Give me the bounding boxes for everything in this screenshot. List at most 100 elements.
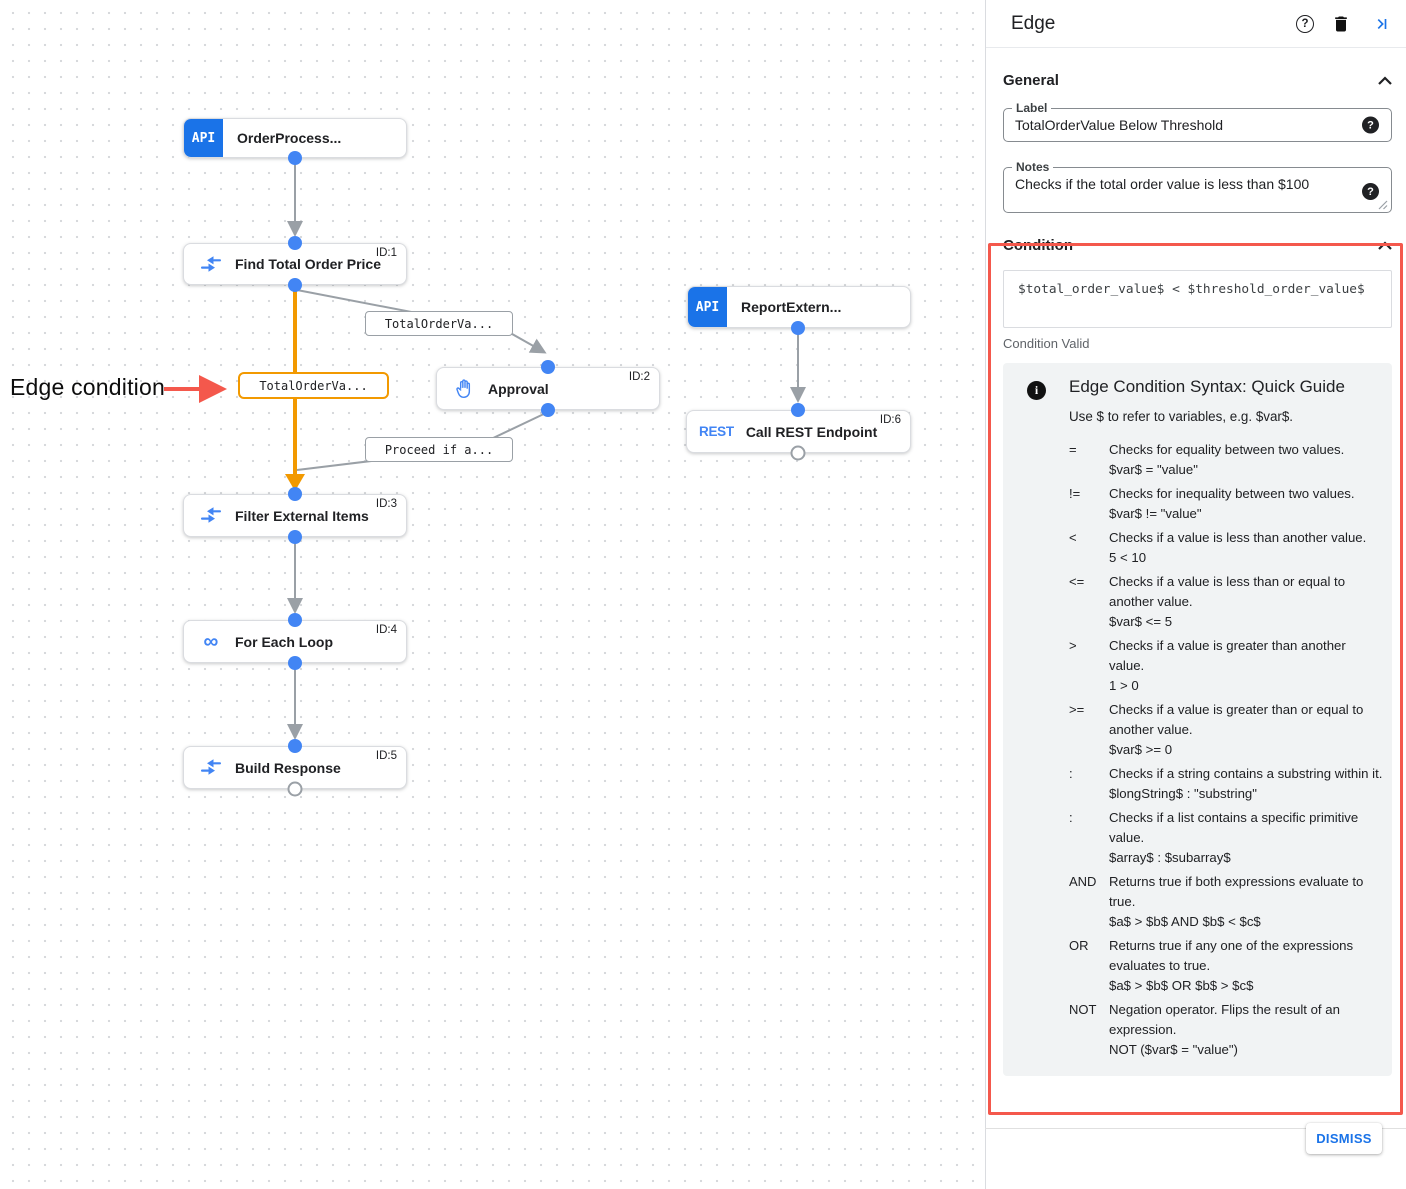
edge-condition-annotation: Edge condition (10, 374, 165, 400)
guide-row: <= Checks if a value is less than or equ… (1069, 572, 1384, 632)
guide-row: != Checks for inequality between two val… (1069, 484, 1384, 524)
guide-title: Edge Condition Syntax: Quick Guide (1069, 377, 1345, 396)
loop-infinity-icon: ∞ (203, 630, 219, 653)
guide-desc: Checks if a value is less than another v… (1109, 530, 1367, 545)
guide-example: $longString$ : "substring" (1109, 786, 1257, 801)
guide-example: $var$ <= 5 (1109, 614, 1173, 629)
guide-row: NOT Negation operator. Flips the result … (1069, 1000, 1384, 1060)
guide-operator: : (1069, 766, 1073, 781)
guide-operator: < (1069, 530, 1077, 545)
guide-desc: Checks if a value is greater than anothe… (1109, 638, 1346, 673)
chevron-up-icon[interactable] (1378, 76, 1392, 85)
guide-row: : Checks if a list contains a specific p… (1069, 808, 1384, 868)
guide-example: NOT ($var$ = "value") (1109, 1042, 1238, 1057)
guide-desc: Checks for equality between two values. (1109, 442, 1345, 457)
api-badge-icon: API (688, 287, 727, 327)
help-icon[interactable]: ? (1296, 14, 1314, 33)
footer-divider (985, 1128, 1406, 1129)
workflow-canvas[interactable]: API OrderProcess... Find Total Order Pri… (0, 0, 985, 1189)
node-report-external[interactable]: API ReportExtern... (687, 286, 911, 328)
label-field-caption: Label (1012, 101, 1052, 115)
guide-example: $var$ != "value" (1109, 506, 1202, 521)
guide-desc: Checks if a value is less than or equal … (1109, 574, 1346, 609)
guide-operator: OR (1069, 938, 1089, 953)
guide-example: 1 > 0 (1109, 678, 1139, 693)
node-title: Build Response (235, 759, 341, 776)
syntax-guide-box: i Edge Condition Syntax: Quick Guide Use… (1003, 363, 1392, 1076)
guide-operator: > (1069, 638, 1077, 653)
guide-row: >= Checks if a value is greater than or … (1069, 700, 1384, 760)
node-id-label: ID:4 (375, 624, 397, 636)
condition-expression-input[interactable]: $total_order_value$ < $threshold_order_v… (1018, 282, 1377, 316)
guide-row: OR Returns true if any one of the expres… (1069, 936, 1384, 996)
data-mapping-icon (200, 255, 222, 273)
notes-input[interactable]: Checks if the total order value is less … (1015, 176, 1351, 192)
guide-operator: : (1069, 810, 1073, 825)
notes-field: Notes Checks if the total order value is… (1003, 160, 1392, 213)
guide-operator: NOT (1069, 1002, 1097, 1017)
edge-label[interactable]: Proceed if a... (365, 437, 513, 462)
node-order-process[interactable]: API OrderProcess... (183, 118, 407, 158)
guide-example: $array$ : $subarray$ (1109, 850, 1231, 865)
node-id-label: ID:5 (375, 750, 397, 762)
hand-approval-icon (453, 378, 475, 400)
guide-desc: Checks if a value is greater than or equ… (1109, 702, 1364, 737)
rest-badge-icon: REST (699, 424, 734, 439)
guide-operator: AND (1069, 874, 1097, 889)
guide-operator: != (1069, 486, 1081, 501)
guide-example: $var$ = "value" (1109, 462, 1198, 477)
guide-desc: Returns true if any one of the expressio… (1109, 938, 1354, 973)
node-id-label: ID:2 (628, 371, 650, 383)
label-input[interactable] (1015, 117, 1351, 133)
node-title: Filter External Items (235, 507, 369, 524)
label-field: Label ? (1003, 101, 1392, 142)
node-title: For Each Loop (235, 633, 333, 650)
general-section-title: General (1003, 72, 1059, 89)
node-call-rest-endpoint[interactable]: REST Call REST Endpoint ID:6 (686, 410, 911, 453)
guide-example: $a$ > $b$ OR $b$ > $c$ (1109, 978, 1254, 993)
node-for-each-loop[interactable]: ∞ For Each Loop ID:4 (183, 620, 407, 663)
guide-row: > Checks if a value is greater than anot… (1069, 636, 1384, 696)
api-badge-icon: API (184, 119, 223, 157)
condition-section-title: Condition (1003, 237, 1073, 254)
data-mapping-icon (200, 507, 222, 524)
guide-row: < Checks if a value is less than another… (1069, 528, 1384, 568)
node-filter-external-items[interactable]: Filter External Items ID:3 (183, 494, 407, 537)
node-title: Call REST Endpoint (745, 423, 878, 440)
guide-operator: <= (1069, 574, 1085, 589)
guide-desc: Checks for inequality between two values… (1109, 486, 1355, 501)
node-id-label: ID:1 (375, 247, 397, 259)
guide-desc: Checks if a list contains a specific pri… (1109, 810, 1359, 845)
delete-icon[interactable] (1331, 14, 1351, 34)
field-help-icon[interactable]: ? (1362, 183, 1379, 200)
guide-example: $var$ >= 0 (1109, 742, 1173, 757)
panel-title: Edge (1011, 12, 1056, 34)
node-id-label: ID:3 (375, 498, 397, 510)
field-help-icon[interactable]: ? (1362, 116, 1379, 134)
guide-rows: = Checks for equality between two values… (1069, 440, 1384, 1060)
info-icon: i (1027, 381, 1046, 400)
guide-intro: Use $ to refer to variables, e.g. $var$. (1069, 409, 1294, 424)
node-approval[interactable]: Approval ID:2 (436, 367, 660, 410)
edge-config-panel: Edge ? General Label (985, 0, 1406, 1189)
guide-example: $a$ > $b$ AND $b$ < $c$ (1109, 914, 1261, 929)
panel-header: Edge ? (986, 0, 1406, 48)
condition-section: Condition $total_order_value$ < $thresho… (986, 237, 1406, 1076)
node-find-total-order-price[interactable]: Find Total Order Price ID:1 (183, 243, 407, 285)
guide-row: AND Returns true if both expressions eva… (1069, 872, 1384, 932)
node-title: ReportExtern... (741, 299, 842, 315)
node-id-label: ID:6 (879, 414, 901, 426)
node-title: OrderProcess... (237, 130, 342, 146)
guide-row: = Checks for equality between two values… (1069, 440, 1384, 480)
guide-desc: Returns true if both expressions evaluat… (1109, 874, 1364, 909)
dismiss-button[interactable]: DISMISS (1306, 1123, 1382, 1154)
guide-operator: >= (1069, 702, 1085, 717)
edge-label[interactable]: TotalOrderVa... (365, 311, 513, 336)
collapse-panel-icon[interactable] (1368, 14, 1388, 34)
node-title: Find Total Order Price (235, 256, 381, 272)
chevron-up-icon[interactable] (1378, 241, 1392, 250)
resize-grip-icon[interactable] (1378, 200, 1388, 210)
edge-label-selected[interactable]: TotalOrderVa... (238, 372, 389, 399)
node-build-response[interactable]: Build Response ID:5 (183, 746, 407, 789)
